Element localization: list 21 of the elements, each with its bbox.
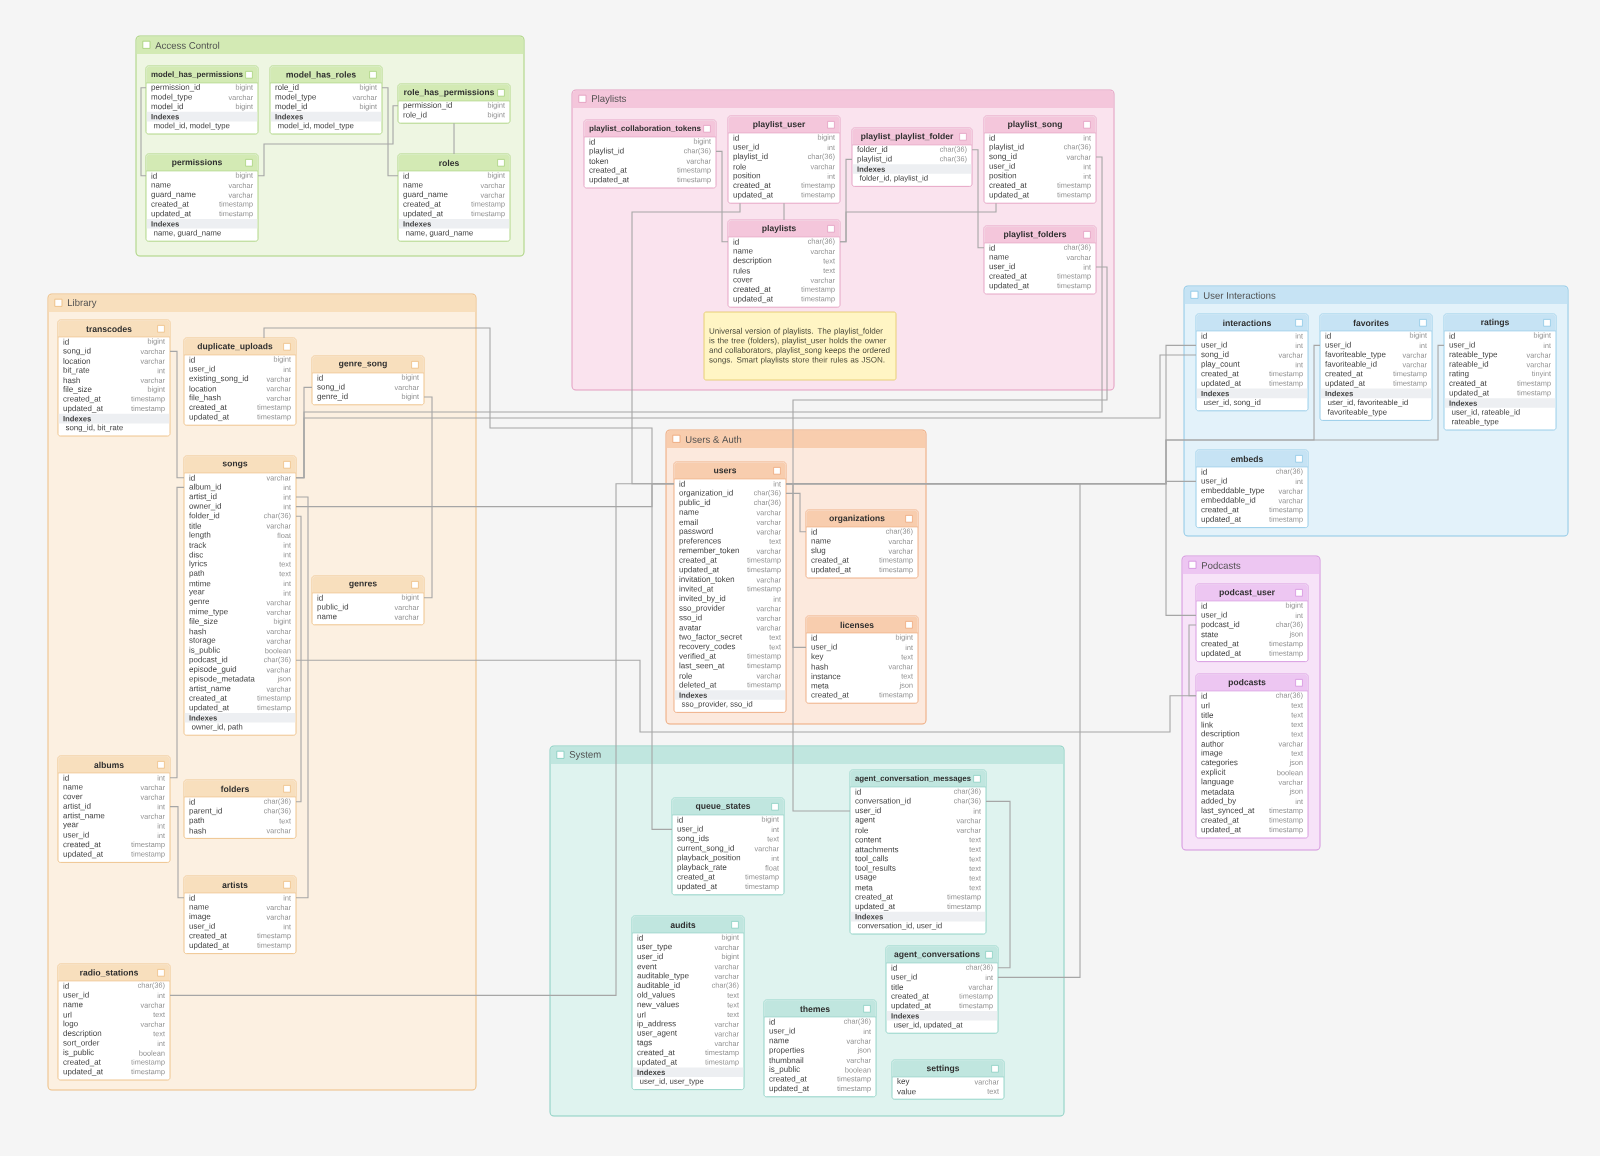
- connector-line: [785, 483, 1081, 978]
- connector-line: [985, 800, 1011, 969]
- connector-line: [631, 202, 741, 485]
- connector-line: [453, 122, 455, 155]
- connector-line: [1188, 624, 1197, 697]
- connector-line: [169, 486, 185, 779]
- connector-line: [971, 149, 985, 249]
- connector-line: [783, 202, 785, 221]
- connector-line: [295, 496, 309, 899]
- connector-line: [140, 87, 147, 177]
- connector-line: [715, 150, 729, 243]
- connector-line: [257, 105, 399, 177]
- connector-line: [295, 354, 1197, 479]
- connector-line: [295, 515, 302, 803]
- connector-line: [651, 483, 675, 830]
- connector-line: [381, 87, 399, 177]
- connector-line: [169, 350, 185, 479]
- connector-line: [169, 806, 185, 899]
- connector-line: [423, 396, 433, 599]
- connector-line: [785, 492, 807, 533]
- connector-line: [839, 202, 997, 243]
